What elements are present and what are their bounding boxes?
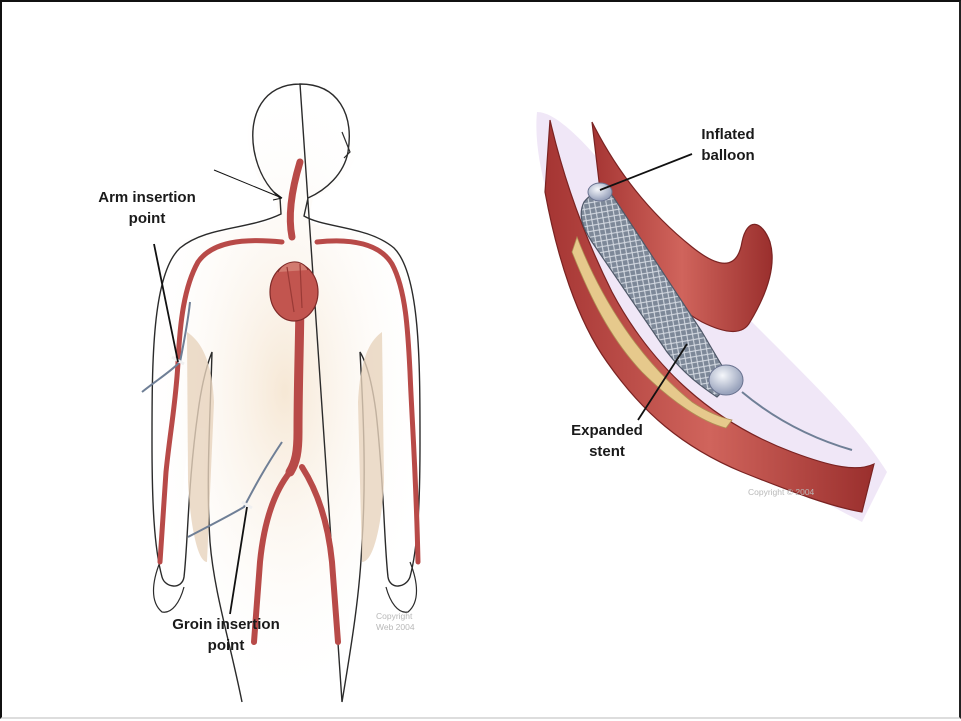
arm-insertion-label: Arm insertion point (72, 187, 222, 229)
balloon-end-top (588, 183, 612, 201)
balloon-end-bottom (709, 365, 743, 395)
heart (270, 262, 318, 321)
vessel-copyright: Copyright © 2004 (748, 487, 814, 498)
inflated-balloon-label: Inflated balloon (678, 124, 778, 166)
groin-insertion-label: Groin insertion point (146, 614, 306, 656)
body-copyright: Copyright Web 2004 (376, 611, 415, 633)
expanded-stent-label: Expanded stent (547, 420, 667, 462)
